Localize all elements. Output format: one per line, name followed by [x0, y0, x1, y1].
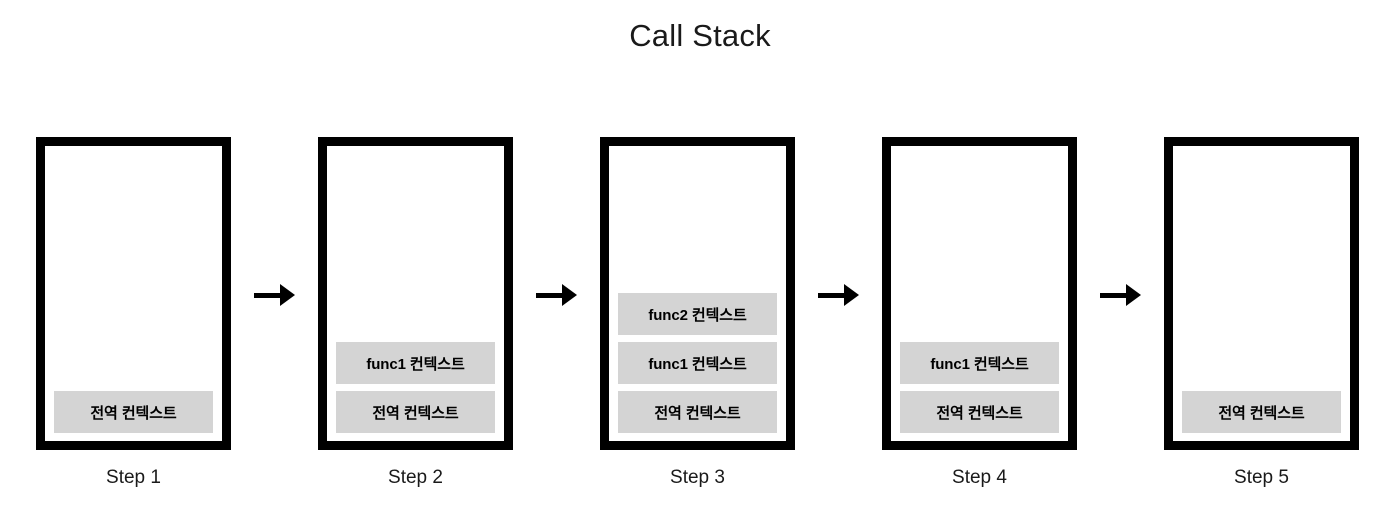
- step-column-5: 전역 컨텍스트 Step 5: [1164, 137, 1359, 497]
- arrow-shaft: [536, 293, 564, 298]
- arrow-head-icon: [562, 284, 577, 306]
- arrow-step4-to-step5: [1100, 284, 1141, 306]
- arrow-shaft: [254, 293, 282, 298]
- stack-frames-1: 전역 컨텍스트: [45, 391, 222, 441]
- arrow-step2-to-step3: [536, 284, 577, 306]
- arrow-head-icon: [844, 284, 859, 306]
- page-title: Call Stack: [629, 18, 771, 53]
- arrow-shaft: [1100, 293, 1128, 298]
- stack-frame: 전역 컨텍스트: [900, 391, 1059, 433]
- step-column-1: 전역 컨텍스트 Step 1: [36, 137, 231, 497]
- call-stack-box-5: 전역 컨텍스트: [1164, 137, 1359, 450]
- arrow-step1-to-step2: [254, 284, 295, 306]
- step-label-3: Step 3: [670, 467, 725, 488]
- arrow-shaft: [818, 293, 846, 298]
- step-label-4: Step 4: [952, 467, 1007, 488]
- step-label-1: Step 1: [106, 467, 161, 488]
- stack-frame: 전역 컨텍스트: [54, 391, 213, 433]
- stack-frame: 전역 컨텍스트: [618, 391, 777, 433]
- arrow-head-icon: [280, 284, 295, 306]
- call-stack-box-1: 전역 컨텍스트: [36, 137, 231, 450]
- stack-frames-5: 전역 컨텍스트: [1173, 391, 1350, 441]
- stack-frame: 전역 컨텍스트: [1182, 391, 1341, 433]
- arrow-step3-to-step4: [818, 284, 859, 306]
- stack-frame: func1 컨텍스트: [900, 342, 1059, 384]
- stack-frame: func2 컨텍스트: [618, 293, 777, 335]
- stack-frame: func1 컨텍스트: [618, 342, 777, 384]
- stack-frame: func1 컨텍스트: [336, 342, 495, 384]
- step-label-5: Step 5: [1234, 467, 1289, 488]
- arrow-head-icon: [1126, 284, 1141, 306]
- stack-frame: 전역 컨텍스트: [336, 391, 495, 433]
- step-label-2: Step 2: [388, 467, 443, 488]
